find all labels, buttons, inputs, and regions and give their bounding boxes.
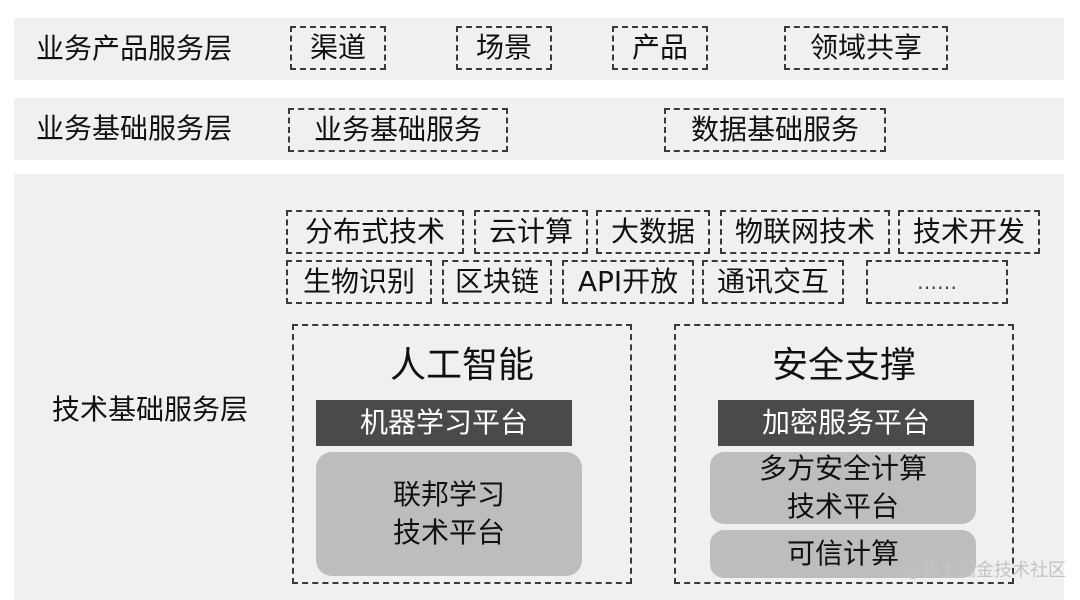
- communication-interaction-box: 通讯交互: [702, 260, 844, 304]
- mpc-platform-line1: 多方安全计算: [758, 452, 927, 486]
- api-open-box: API开放: [562, 260, 694, 304]
- security-module: 安全支撑 加密服务平台 多方安全计算 技术平台 可信计算: [674, 324, 1014, 584]
- biometrics-box: 生物识别: [286, 260, 432, 304]
- product-box: 产品: [612, 26, 708, 70]
- trusted-computing-platform: 可信计算: [710, 530, 976, 578]
- blockchain-box: 区块链: [442, 260, 552, 304]
- ml-platform-bar: 机器学习平台: [316, 400, 572, 446]
- channel-box: 渠道: [290, 26, 386, 70]
- layer-title: 业务产品服务层: [36, 32, 233, 65]
- business-foundation-service-box: 业务基础服务: [288, 108, 508, 152]
- security-module-title: 安全支撑: [771, 345, 916, 386]
- ai-module-title: 人工智能: [389, 345, 534, 386]
- mpc-platform-line2: 技术平台: [786, 490, 899, 523]
- more-ellipsis-box: ……: [866, 260, 1008, 304]
- tech-foundation-layer: 技术基础服务层 分布式技术 云计算 大数据 物联网技术 技术开发 生物识别 区块…: [14, 174, 1064, 600]
- business-foundation-layer: 业务基础服务层 业务基础服务 数据基础服务: [14, 98, 1064, 160]
- business-product-layer: 业务产品服务层 渠道 场景 产品 领域共享: [14, 18, 1064, 80]
- layer-title: 业务基础服务层: [36, 112, 233, 145]
- scene-box: 场景: [456, 26, 552, 70]
- tech-development-box: 技术开发: [898, 210, 1040, 254]
- big-data-box: 大数据: [596, 210, 710, 254]
- ai-module: 人工智能 机器学习平台 联邦学习 技术平台: [292, 324, 632, 584]
- cloud-computing-box: 云计算: [474, 210, 588, 254]
- encryption-platform-bar: 加密服务平台: [718, 400, 974, 446]
- iot-tech-box: 物联网技术: [720, 210, 890, 254]
- watermark: @稀土掘金技术社区: [904, 560, 1066, 581]
- federated-learning-line1: 联邦学习: [392, 478, 505, 512]
- federated-learning-platform: 联邦学习 技术平台: [316, 452, 582, 576]
- domain-sharing-box: 领域共享: [784, 26, 948, 70]
- mpc-platform: 多方安全计算 技术平台: [710, 452, 976, 524]
- data-foundation-service-box: 数据基础服务: [664, 108, 886, 152]
- federated-learning-line2: 技术平台: [392, 516, 505, 549]
- layer-title: 技术基础服务层: [52, 393, 249, 426]
- distributed-tech-box: 分布式技术: [286, 210, 464, 254]
